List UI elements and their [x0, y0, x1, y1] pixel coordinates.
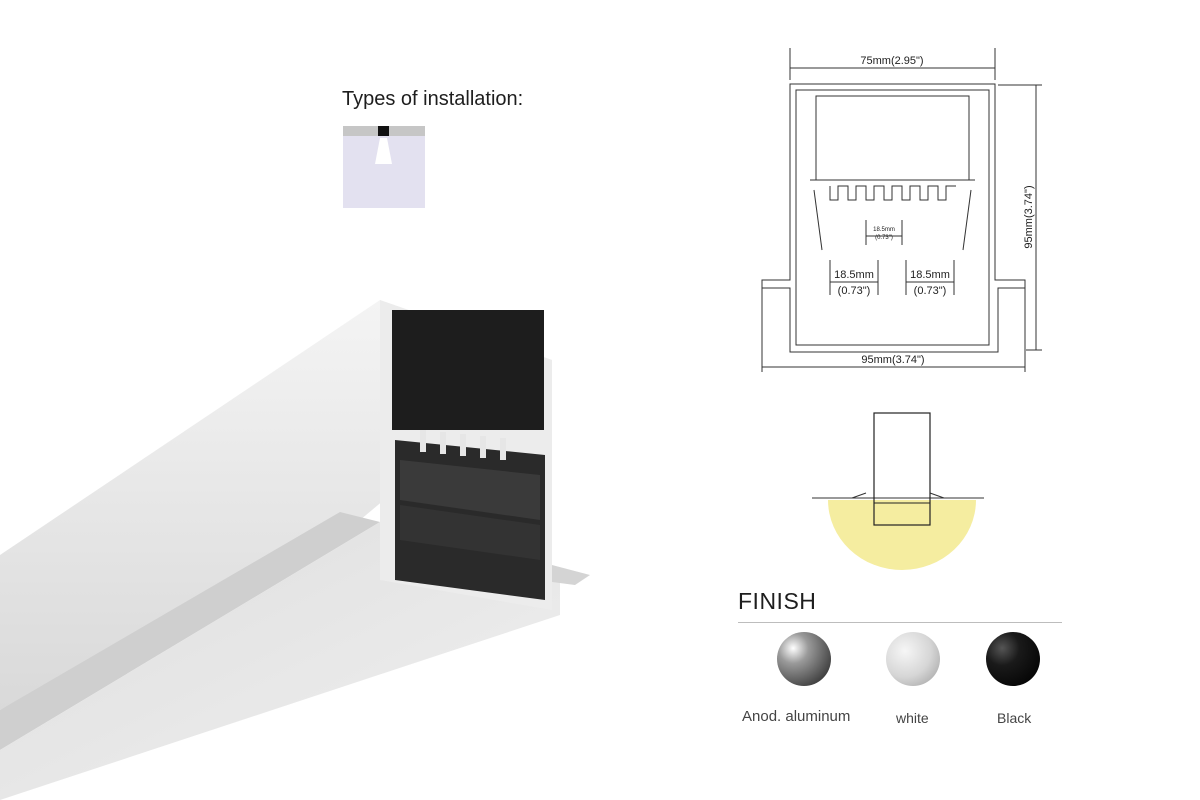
dim-right-mm: 18.5mm	[910, 269, 950, 281]
dim-center-in: (0.73")	[875, 235, 893, 241]
dim-left-mm: 18.5mm	[834, 269, 874, 281]
black-swatch	[986, 632, 1040, 686]
finish-divider	[738, 622, 1062, 623]
cross-section-drawing: 75mm(2.95") 95mm(3.74") 95mm(3.74") 18.5…	[761, 48, 1042, 372]
dim-center-mm: 18.5mm	[873, 227, 895, 233]
finish-label-black: Black	[997, 710, 1032, 726]
dim-left-in: (0.73")	[838, 285, 871, 297]
white-swatch	[886, 632, 940, 686]
dim-top-width: 75mm(2.95")	[860, 55, 923, 67]
installation-title: Types of installation:	[342, 88, 524, 110]
finish-title: FINISH	[738, 588, 817, 614]
dim-bottom-width: 95mm(3.74")	[861, 354, 924, 366]
finish-label-aluminum: Anod. aluminum	[742, 708, 851, 725]
finish-label-white: white	[896, 710, 929, 726]
profile-3d-render	[0, 300, 590, 800]
anodized-aluminum-swatch	[777, 632, 831, 686]
recessed-light-diagram	[812, 412, 984, 570]
dim-height: 95mm(3.74")	[1023, 185, 1035, 248]
dim-right-in: (0.73")	[914, 285, 947, 297]
recessed-install-icon	[343, 126, 425, 208]
